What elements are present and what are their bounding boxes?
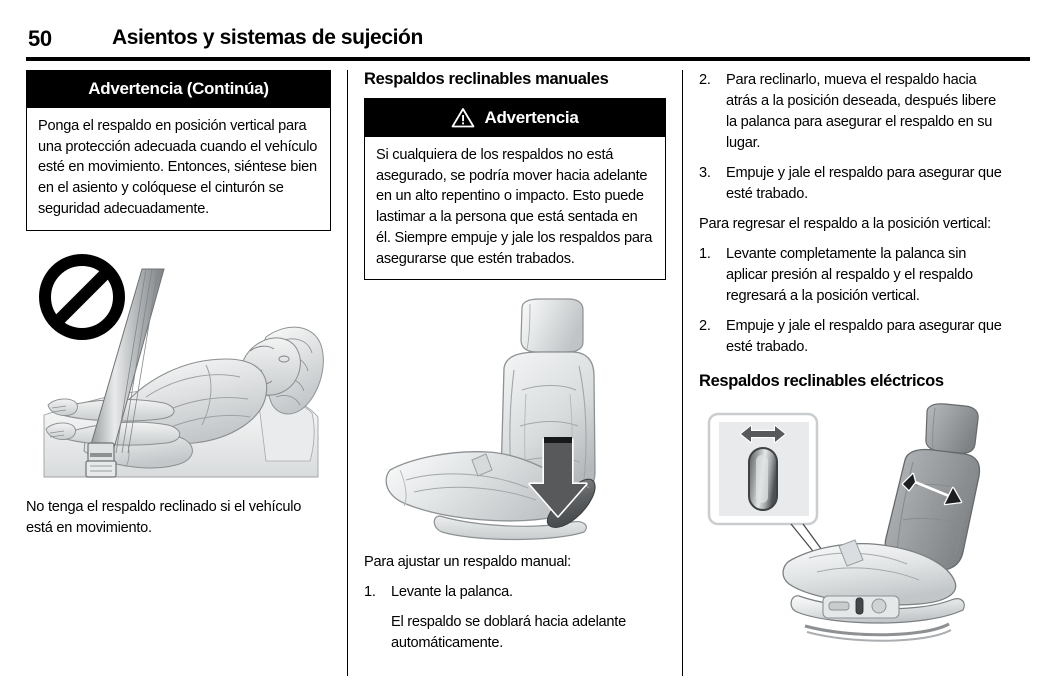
list-item-text: Empuje y jale el respaldo para asegurar …: [726, 165, 1002, 202]
down-arrow-icon: [528, 437, 588, 518]
column-two: Respaldos reclinables manuales Advertenc…: [364, 70, 666, 663]
control-callout-box: [707, 412, 819, 526]
list-item: 3. Empuje y jale el respaldo para asegur…: [699, 163, 1004, 205]
figure-reclined-occupant: [26, 246, 331, 487]
list-item-text: Para reclinarlo, mueva el respaldo hacia…: [726, 72, 996, 151]
list-item-number: 1.: [699, 246, 711, 262]
figure-manual-seat-lever: [364, 294, 666, 545]
power-recline-switch-on-seat: [855, 597, 864, 615]
double-arrow-horizontal-icon: [739, 424, 787, 444]
heading-manual-reclining-seatbacks: Respaldos reclinables manuales: [364, 70, 609, 88]
list-item-number: 2.: [699, 72, 711, 88]
list-item-number: 2.: [699, 318, 711, 334]
intro-return-upright: Para regresar el respaldo a la posición …: [699, 216, 991, 232]
column-one: Advertencia (Continúa) Ponga el respaldo…: [26, 70, 331, 548]
warning-box-header: Advertencia: [365, 99, 665, 137]
intro-manual-adjust: Para ajustar un respaldo manual:: [364, 554, 571, 571]
heading-power-reclining-seatbacks: Respaldos reclinables eléctricos: [699, 372, 944, 390]
warning-box-manual: Advertencia Si cualquiera de los respald…: [364, 98, 666, 281]
prohibited-icon: [39, 253, 125, 340]
warning-box-header: Advertencia (Continúa): [27, 71, 330, 108]
manual-seat-illustration: [364, 294, 666, 545]
page-title: Asientos y sistemas de sujeción: [112, 26, 423, 49]
warning-triangle-icon: [451, 107, 475, 128]
warning-header-label: Advertencia (Continúa): [88, 79, 269, 98]
reclined-occupant-illustration: [26, 246, 331, 487]
list-item: 2. Para reclinarlo, mueva el respaldo ha…: [699, 70, 1004, 154]
warning-box-body: Ponga el respaldo en posición vertical p…: [38, 118, 318, 217]
list-item: 1. Levante completamente la palanca sin …: [699, 244, 1004, 307]
list-item-note: El respaldo se doblará hacia adelante au…: [391, 614, 626, 652]
page-number: 50: [28, 26, 52, 51]
page-header: 50 Asientos y sistemas de sujeción: [0, 0, 1054, 61]
list-item-text: Levante completamente la palanca sin apl…: [726, 246, 973, 304]
list-item-number: 3.: [699, 165, 711, 181]
warning-header-label: Advertencia: [484, 107, 579, 127]
column-divider-right: [682, 70, 683, 676]
header-divider-rule: [26, 56, 1030, 61]
list-item: 1. Levante la palanca.: [364, 582, 666, 603]
column-divider-left: [347, 70, 348, 676]
warning-box-continued: Advertencia (Continúa) Ponga el respaldo…: [26, 70, 331, 231]
power-seat-illustration: [699, 400, 1004, 655]
list-item-number: 1.: [364, 584, 376, 601]
double-arrow-recline-icon: [901, 472, 963, 506]
figure-power-seat-control: [699, 400, 1004, 655]
figure-caption-reclined: No tenga el respaldo reclinado si el veh…: [26, 498, 302, 536]
warning-box-body: Si cualquiera de los respaldos no está a…: [376, 147, 653, 267]
list-item-text: Levante la palanca.: [391, 584, 513, 601]
list-item: 2. Empuje y jale el respaldo para asegur…: [699, 316, 1004, 358]
list-item-text: Empuje y jale el respaldo para asegurar …: [726, 318, 1002, 355]
column-three: 2. Para reclinarlo, mueva el respaldo ha…: [699, 70, 1004, 655]
